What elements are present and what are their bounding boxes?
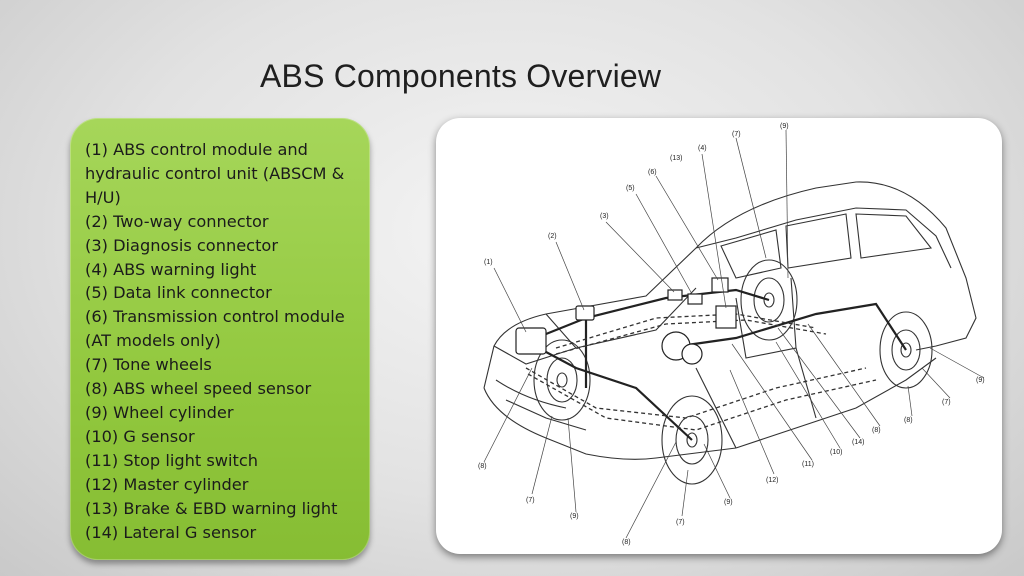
- callout-3: (3): [600, 213, 609, 220]
- callout-8b: (8): [622, 539, 631, 546]
- callout-9d: (9): [976, 377, 985, 384]
- callout-7c: (7): [676, 519, 685, 526]
- car-abs-diagram: (1) (2) (3) (4) (5) (6) (7) (9) (13) (8)…: [478, 123, 985, 546]
- sensor-wiring: [525, 313, 877, 431]
- callout-labels: (1) (2) (3) (4) (5) (6) (7) (9) (13) (8)…: [478, 123, 985, 546]
- component-list: (1) ABS control module and hydraulic con…: [85, 138, 360, 544]
- component-item-6: (6) Transmission control module (AT mode…: [85, 307, 345, 351]
- callout-4: (4): [698, 145, 707, 152]
- callout-9c: (9): [724, 499, 733, 506]
- callout-9a: (9): [780, 123, 789, 130]
- component-item-13: (13) Brake & EBD warning light: [85, 498, 338, 518]
- callout-14: (14): [852, 439, 864, 446]
- component-item-4: (4) ABS warning light: [85, 259, 257, 279]
- component-item-9: (9) Wheel cylinder: [85, 402, 234, 422]
- callout-10: (10): [830, 449, 842, 456]
- slide-title: ABS Components Overview: [260, 58, 662, 94]
- brake-lines: [530, 288, 907, 441]
- component-item-12: (12) Master cylinder: [85, 474, 249, 494]
- car-outline: [483, 181, 977, 460]
- component-item-14: (14) Lateral G sensor: [85, 522, 257, 542]
- callout-5: (5): [626, 185, 635, 192]
- callout-8a: (8): [478, 463, 487, 470]
- callout-7b: (7): [526, 497, 535, 504]
- component-item-11: (11) Stop light switch: [85, 450, 259, 470]
- callout-6: (6): [648, 169, 657, 176]
- callout-2: (2): [548, 233, 557, 240]
- components: [515, 277, 737, 365]
- component-item-3: (3) Diagnosis connector: [85, 235, 278, 255]
- callout-11: (11): [802, 461, 814, 468]
- callout-leaders: [483, 129, 985, 539]
- callout-1: (1): [484, 259, 493, 266]
- callout-7a: (7): [732, 131, 741, 138]
- callout-8c: (8): [872, 427, 881, 434]
- callout-7d: (7): [942, 399, 951, 406]
- component-item-2: (2) Two-way connector: [85, 211, 269, 231]
- component-list-panel: (1) ABS control module and hydraulic con…: [70, 118, 370, 560]
- wheels: [533, 259, 933, 485]
- callout-8d: (8): [904, 417, 913, 424]
- abs-diagram-frame: (1) (2) (3) (4) (5) (6) (7) (9) (13) (8)…: [436, 118, 1002, 554]
- callout-12: (12): [766, 477, 778, 484]
- component-item-5: (5) Data link connector: [85, 283, 272, 303]
- component-item-1: (1) ABS control module and hydraulic con…: [85, 140, 345, 207]
- callout-13: (13): [670, 155, 682, 162]
- component-item-10: (10) G sensor: [85, 426, 195, 446]
- component-item-7: (7) Tone wheels: [85, 355, 212, 375]
- component-item-8: (8) ABS wheel speed sensor: [85, 379, 312, 399]
- callout-9b: (9): [570, 513, 579, 520]
